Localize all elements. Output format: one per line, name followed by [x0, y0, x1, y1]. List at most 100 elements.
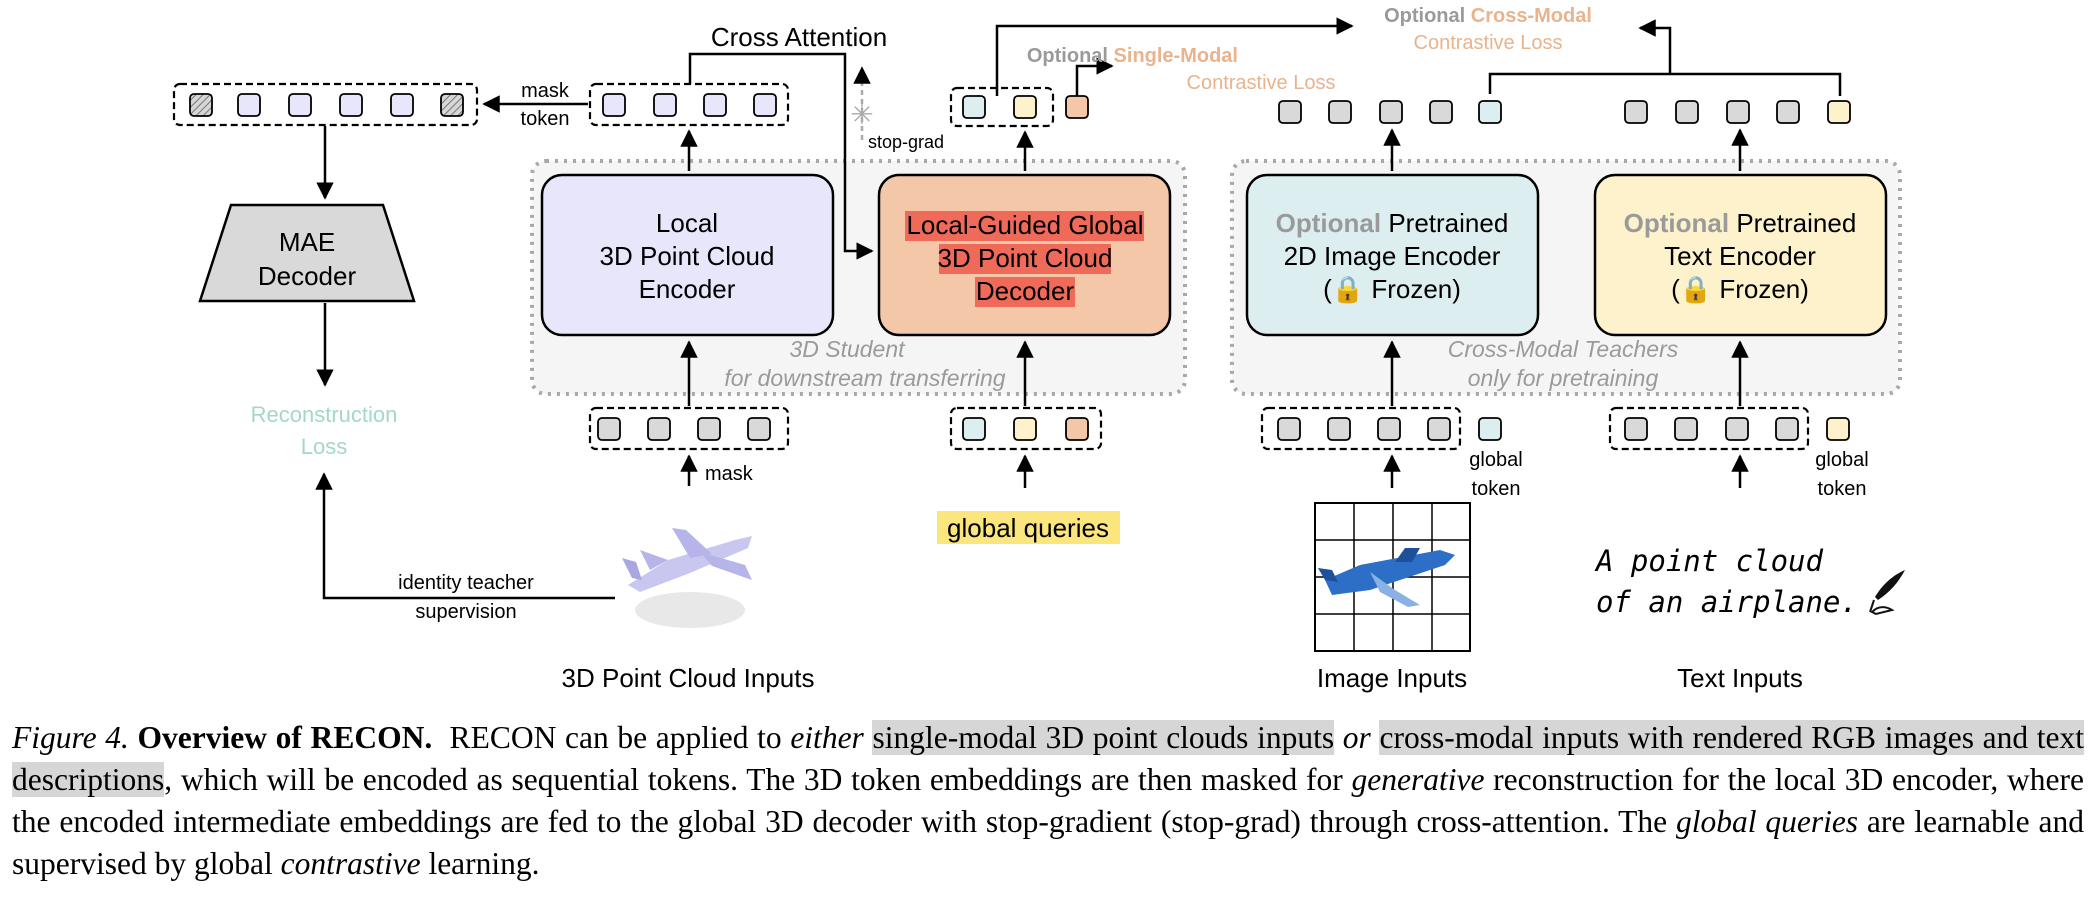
token	[703, 93, 727, 117]
token	[1065, 95, 1089, 119]
global-token-label: global	[1469, 449, 1522, 471]
mae-output-tokens	[189, 93, 464, 117]
token	[1277, 417, 1301, 441]
cross-modal-loss-label: Contrastive Loss	[1414, 32, 1563, 54]
global-token-label: token	[1472, 478, 1521, 500]
global-queries-label: global queries	[947, 513, 1109, 543]
text-encoder-label: Optional Pretrained	[1624, 208, 1857, 238]
token	[1776, 100, 1800, 124]
point-cloud-token-group	[588, 406, 790, 451]
token	[962, 95, 986, 119]
highlight	[937, 511, 1120, 544]
mask-label: mask	[705, 463, 754, 485]
mae-decoder-label: MAE	[279, 227, 335, 257]
stop-grad-label: stop-grad	[868, 132, 944, 152]
image-encoder-label: Optional Pretrained	[1276, 208, 1509, 238]
identity-teacher-label: identity teacher	[398, 572, 534, 594]
cross-modal-loss-label: Optional Cross-Modal	[1384, 5, 1592, 27]
token	[1725, 417, 1749, 441]
image-encoder-label: 2D Image Encoder	[1284, 241, 1501, 271]
identity-teacher-label: supervision	[415, 601, 516, 623]
token	[653, 93, 677, 117]
local-encoder-label: Local	[656, 208, 718, 238]
token	[597, 417, 621, 441]
masked-token	[440, 93, 464, 117]
global-decoder-label: Decoder	[976, 276, 1075, 306]
token	[339, 93, 363, 117]
token	[697, 417, 721, 441]
token	[1429, 100, 1453, 124]
local-encoder-label: 3D Point Cloud	[600, 241, 775, 271]
token	[1013, 417, 1037, 441]
text-input-line: A point cloud	[1594, 544, 1824, 578]
airplane-icon	[1318, 548, 1455, 607]
text-encoder-label: Text Encoder	[1664, 241, 1816, 271]
token	[390, 93, 414, 117]
reconstruction-loss-label: Loss	[301, 434, 347, 459]
figure-caption: Figure 4. Overview of RECON. RECON can b…	[12, 720, 2085, 881]
point-cloud-airplane-icon	[622, 528, 752, 628]
quill-pen-icon	[1869, 570, 1905, 616]
token	[1377, 417, 1401, 441]
global-token	[1478, 417, 1502, 441]
student-label: 3D Student	[789, 336, 906, 362]
masked-token	[189, 93, 213, 117]
highlight	[939, 244, 1111, 274]
recon-name: RECON	[449, 720, 557, 755]
token	[962, 417, 986, 441]
token	[1775, 417, 1799, 441]
local-encoder	[540, 173, 835, 337]
token	[1675, 100, 1699, 124]
lock-icon: 🔒	[1680, 274, 1712, 304]
identity-supervision-arrow	[315, 472, 615, 600]
teachers-label: Cross-Modal Teachers	[1448, 336, 1679, 362]
cross-modal-arrow	[995, 17, 1354, 96]
token	[747, 417, 771, 441]
image-inputs-label: Image Inputs	[1317, 663, 1467, 693]
teachers-label: only for pretraining	[1468, 365, 1659, 391]
token	[753, 93, 777, 117]
image-token-group	[1260, 406, 1462, 451]
token	[1427, 417, 1451, 441]
recon-overview-diagram: mask token Cross Attention ✳ stop-grad M…	[172, 5, 1905, 693]
highlight	[975, 277, 1075, 307]
token	[1726, 100, 1750, 124]
token	[602, 93, 626, 117]
token	[647, 417, 671, 441]
token	[1624, 417, 1648, 441]
image-encoder-label: (🔒 Frozen)	[1323, 274, 1461, 304]
token	[1328, 100, 1352, 124]
mae-decoder	[198, 203, 416, 303]
mae-output-token-group	[172, 82, 479, 127]
token	[1379, 100, 1403, 124]
token	[1674, 417, 1698, 441]
stop-grad-x-icon: ✳	[850, 99, 873, 130]
text-encoder-label: (🔒 Frozen)	[1671, 274, 1809, 304]
global-token-label: global	[1815, 449, 1868, 471]
global-token-label: token	[1818, 478, 1867, 500]
highlight	[905, 211, 1144, 241]
caption-highlight: single-modal 3D point clouds inputs	[872, 720, 1335, 755]
global-decoder-label: Local-Guided Global	[906, 210, 1143, 240]
image-input-grid	[1314, 502, 1471, 652]
point-cloud-inputs-label: 3D Point Cloud Inputs	[562, 663, 815, 693]
token	[1013, 95, 1037, 119]
cross-modal-join	[1488, 72, 1842, 96]
student-label: for downstream transferring	[724, 365, 1005, 391]
caption-title: Overview of RECON.	[137, 720, 433, 755]
token	[1624, 100, 1648, 124]
token	[288, 93, 312, 117]
image-encoder-output-tokens	[1278, 100, 1502, 124]
encoder-output-tokens	[602, 93, 777, 117]
token	[1478, 100, 1502, 124]
token	[1827, 100, 1851, 124]
cross-attention-label: Cross Attention	[711, 22, 887, 52]
token	[1278, 100, 1302, 124]
mask-token-label: mask	[521, 80, 570, 102]
reconstruction-loss-label: Reconstruction	[251, 402, 398, 427]
local-encoder-label: Encoder	[639, 274, 736, 304]
single-modal-arrow	[1075, 57, 1114, 96]
text-input-line: of an airplane.	[1596, 585, 1858, 619]
single-modal-loss-label: Contrastive Loss	[1187, 72, 1336, 94]
mask-token-label: token	[521, 108, 570, 130]
